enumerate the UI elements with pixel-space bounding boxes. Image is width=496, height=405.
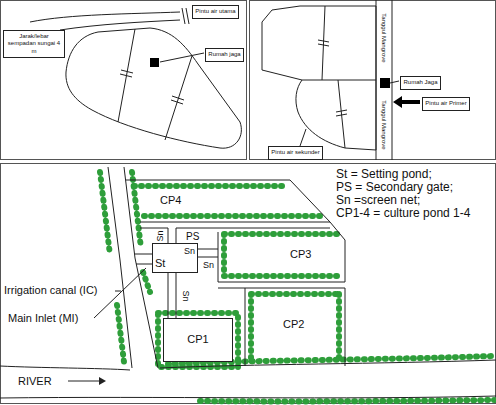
hedge-row: [200, 400, 494, 401]
hedge-row: [134, 183, 286, 189]
legend-entry: PS = Secondary gate;: [336, 181, 453, 194]
road-label: Tanggul Mangrove: [381, 12, 388, 63]
callout-box: Pintu air Primer: [422, 97, 470, 111]
hedge-row: [144, 213, 322, 219]
leader-line: [300, 129, 306, 146]
pond-divider: [165, 56, 192, 140]
screen-label: Sn: [181, 290, 191, 301]
gate-tick: [336, 110, 347, 116]
leader-line: [94, 268, 146, 318]
hedge-row: [251, 294, 339, 360]
screen-label: Sn: [155, 230, 165, 241]
gate-tick: [171, 96, 184, 104]
pond-outline: [262, 6, 376, 150]
callout-box: Rumah Jaga: [400, 76, 441, 90]
panel-frame: [250, 1, 496, 160]
note-box: Jarak/lebar sempadan sungai 4 m: [3, 30, 65, 58]
guard-house-symbol: [150, 58, 159, 67]
secondary-channel: [198, 249, 218, 257]
break-mark: [182, 8, 189, 24]
legend-entry: St = Setting pond;: [336, 168, 432, 181]
panel-frame: [1, 1, 247, 160]
box-text: Jarak/lebar sempadan sungai 4 m: [6, 33, 62, 55]
pond-divider: [338, 80, 345, 148]
box-text: Rumah jaga: [208, 51, 240, 58]
pond-label: CP4: [160, 194, 181, 207]
flow-arrowhead: [99, 377, 106, 385]
hedge-row: [100, 172, 110, 255]
box-text: St: [155, 257, 165, 270]
pond-divider: [322, 6, 325, 80]
flow-arrow: [68, 381, 100, 382]
hedge-row: [117, 305, 124, 362]
canal-label: Irrigation canal (IC): [4, 284, 98, 297]
panel-frame: [1, 164, 496, 404]
leader-line: [390, 81, 399, 83]
primary-gate-arrow: [393, 96, 420, 108]
box-text: Sn: [184, 246, 195, 257]
river-bank: [30, 12, 180, 22]
box-text: Pintu air Primer: [425, 100, 466, 107]
hedge-row: [158, 313, 238, 367]
dike-road: [376, 0, 392, 160]
pond-outline: [66, 28, 241, 148]
box-text: Rumah Jaga: [403, 79, 437, 86]
guard-house-symbol: [380, 78, 390, 88]
main-inlet-channel: [135, 254, 152, 264]
leader-line: [115, 291, 121, 292]
mangrove-hedge: [100, 172, 494, 401]
gate-tick: [120, 70, 133, 77]
legend-entry: Sn =screen net;: [336, 194, 420, 207]
canal-bank: [108, 167, 132, 368]
leader-line: [160, 53, 204, 62]
secondary-channel: [168, 273, 176, 318]
pond-layout: [0, 167, 496, 398]
callout-box: Pintu air sekunder: [268, 146, 323, 160]
river-bank: [60, 20, 180, 30]
settling-pond-box: SnSt: [152, 243, 198, 273]
screen-label: Sn: [203, 260, 214, 270]
box-text: Pintu air utama: [195, 8, 235, 15]
secondary-channel: [168, 228, 176, 243]
gate-tick: [318, 40, 329, 46]
pond-divider: [118, 29, 135, 122]
pond-dike: [218, 282, 345, 288]
inlet-label: Main Inlet (MI): [8, 312, 78, 325]
site-map-right: [262, 0, 399, 160]
hedge-row: [224, 234, 339, 276]
river-bank: [0, 396, 496, 398]
box-text: CP1: [187, 333, 208, 346]
pond-dike: [245, 288, 345, 366]
pond-dike: [140, 222, 345, 282]
pond-label: CP2: [283, 318, 304, 331]
road-label: Tanggul Mangrove: [381, 99, 388, 150]
callout-box: Pintu air utama: [192, 5, 239, 19]
pond-divider: [302, 80, 376, 81]
hedge-row: [143, 272, 150, 292]
culture-pond-box: CP1: [163, 318, 233, 362]
gate-label: PS: [186, 231, 199, 243]
pond-dike: [126, 180, 330, 222]
callout-box: Rumah jaga: [205, 48, 244, 62]
river-bank: [0, 366, 130, 370]
river-label: RIVER: [18, 375, 52, 388]
pond-label: CP3: [290, 248, 311, 261]
box-text: Pintu air sekunder: [271, 149, 319, 156]
legend-entry: CP1-4 = culture pond 1-4: [336, 207, 470, 220]
